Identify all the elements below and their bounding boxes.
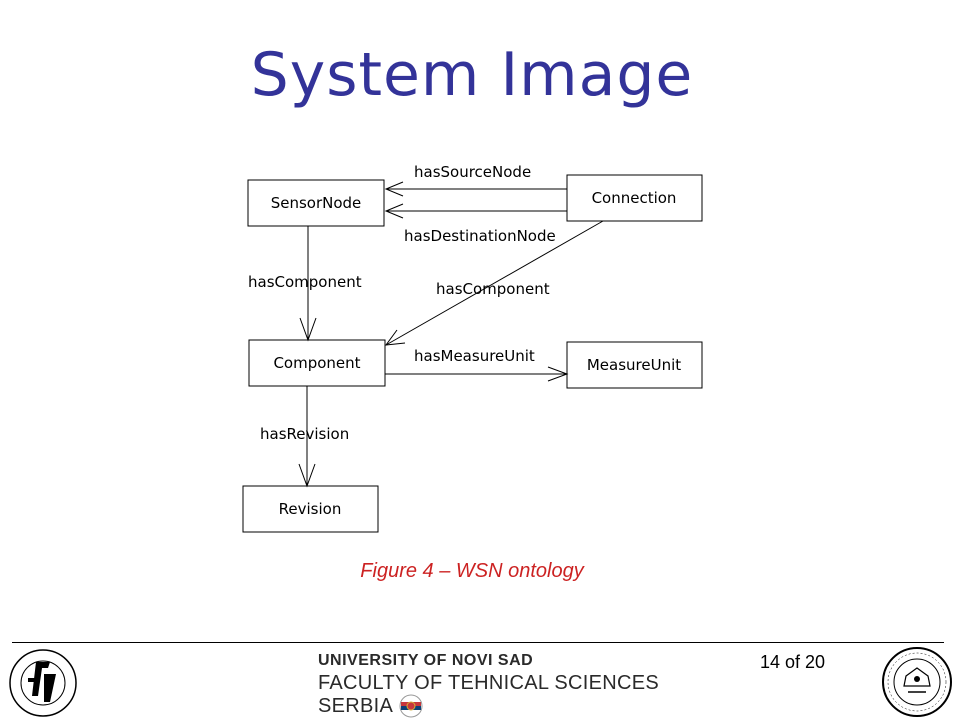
- node-revision: Revision: [242, 485, 379, 533]
- edge-has-component-sensor: hasComponent: [248, 226, 362, 342]
- figure-caption: Figure 4 – WSN ontology: [360, 560, 584, 582]
- footer-country-row: SERBIA: [318, 694, 659, 718]
- edge-has-source-node-label: hasSourceNode: [414, 163, 531, 181]
- edge-has-measure-unit: hasMeasureUnit: [385, 347, 569, 382]
- slide-title: System Image: [250, 40, 694, 110]
- footer-divider: [12, 642, 944, 643]
- page-number: 14 of 20: [760, 652, 826, 672]
- edge-has-destination-node: hasDestinationNode: [384, 203, 567, 245]
- edge-has-component-connection: hasComponent: [384, 220, 604, 346]
- edge-has-revision: hasRevision: [260, 386, 349, 488]
- edge-has-revision-label: hasRevision: [260, 425, 349, 443]
- node-component: Component: [248, 339, 386, 387]
- node-measure-unit-label: MeasureUnit: [587, 356, 681, 374]
- node-sensor-node: SensorNode: [247, 179, 385, 227]
- node-connection-label: Connection: [592, 189, 677, 207]
- edge-has-destination-node-label: hasDestinationNode: [404, 227, 556, 245]
- footer-country: SERBIA: [318, 695, 394, 717]
- footer-university: UNIVERSITY OF NOVI SAD: [318, 652, 534, 669]
- edge-has-source-node: hasSourceNode: [384, 163, 567, 197]
- node-component-label: Component: [273, 354, 360, 372]
- node-revision-label: Revision: [279, 500, 342, 518]
- university-seal-icon: [882, 647, 952, 717]
- edge-has-measure-unit-label: hasMeasureUnit: [414, 347, 535, 365]
- edge-has-component-connection-label: hasComponent: [436, 280, 550, 298]
- faculty-logo-icon: [9, 649, 77, 717]
- footer-faculty: FACULTY OF TEHNICAL SCIENCES: [318, 672, 660, 694]
- node-connection: Connection: [566, 174, 703, 222]
- node-measure-unit: MeasureUnit: [566, 341, 703, 389]
- edge-has-component-sensor-label: hasComponent: [248, 273, 362, 291]
- serbia-emblem-icon: [399, 694, 423, 718]
- footer-institution: UNIVERSITY OF NOVI SAD FACULTY OF TEHNIC…: [318, 650, 659, 718]
- node-sensor-node-label: SensorNode: [271, 194, 362, 212]
